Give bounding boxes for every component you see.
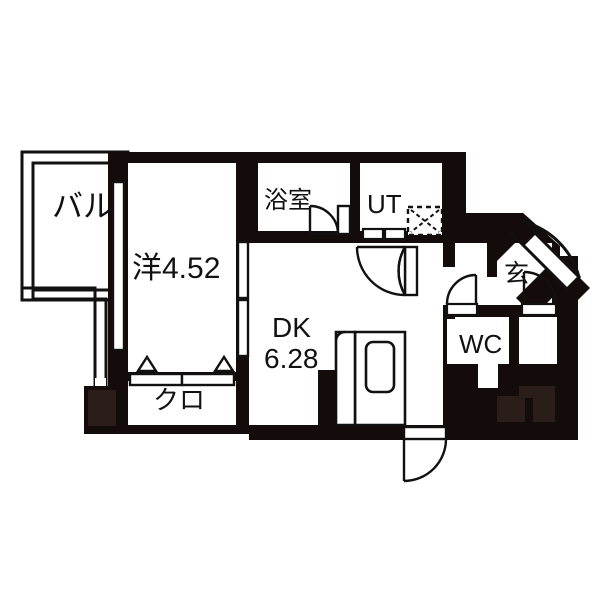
wc-notch — [478, 364, 498, 388]
room-label-toilet: WC — [459, 329, 503, 359]
dk-hall-door — [355, 245, 419, 297]
washing-machine-space-icon — [406, 205, 444, 237]
ut-door — [361, 227, 407, 241]
structural-pillars — [88, 376, 555, 426]
bath-door — [308, 204, 352, 236]
entrance-door-diagonal — [509, 219, 590, 300]
room-label-utility: UT — [367, 189, 402, 219]
closet-sliding-doors — [128, 354, 236, 387]
slab-edge — [84, 426, 108, 434]
room-label-western-room: 洋4.52 — [132, 252, 221, 285]
room-label-dk-area: 6.28 — [264, 343, 319, 374]
room-label-entrance: 玄 — [504, 260, 530, 288]
entry-closet-door — [520, 270, 558, 317]
room-label-bathroom: 浴室 — [264, 187, 312, 214]
windows — [111, 180, 250, 358]
room-label-dk: DK — [272, 312, 311, 343]
dk-south-door — [402, 425, 448, 483]
kitchen-counter — [318, 330, 407, 427]
wc-door — [445, 273, 479, 317]
room-label-balcony: バル — [52, 189, 114, 224]
room-label-closet: クロ — [153, 385, 206, 415]
